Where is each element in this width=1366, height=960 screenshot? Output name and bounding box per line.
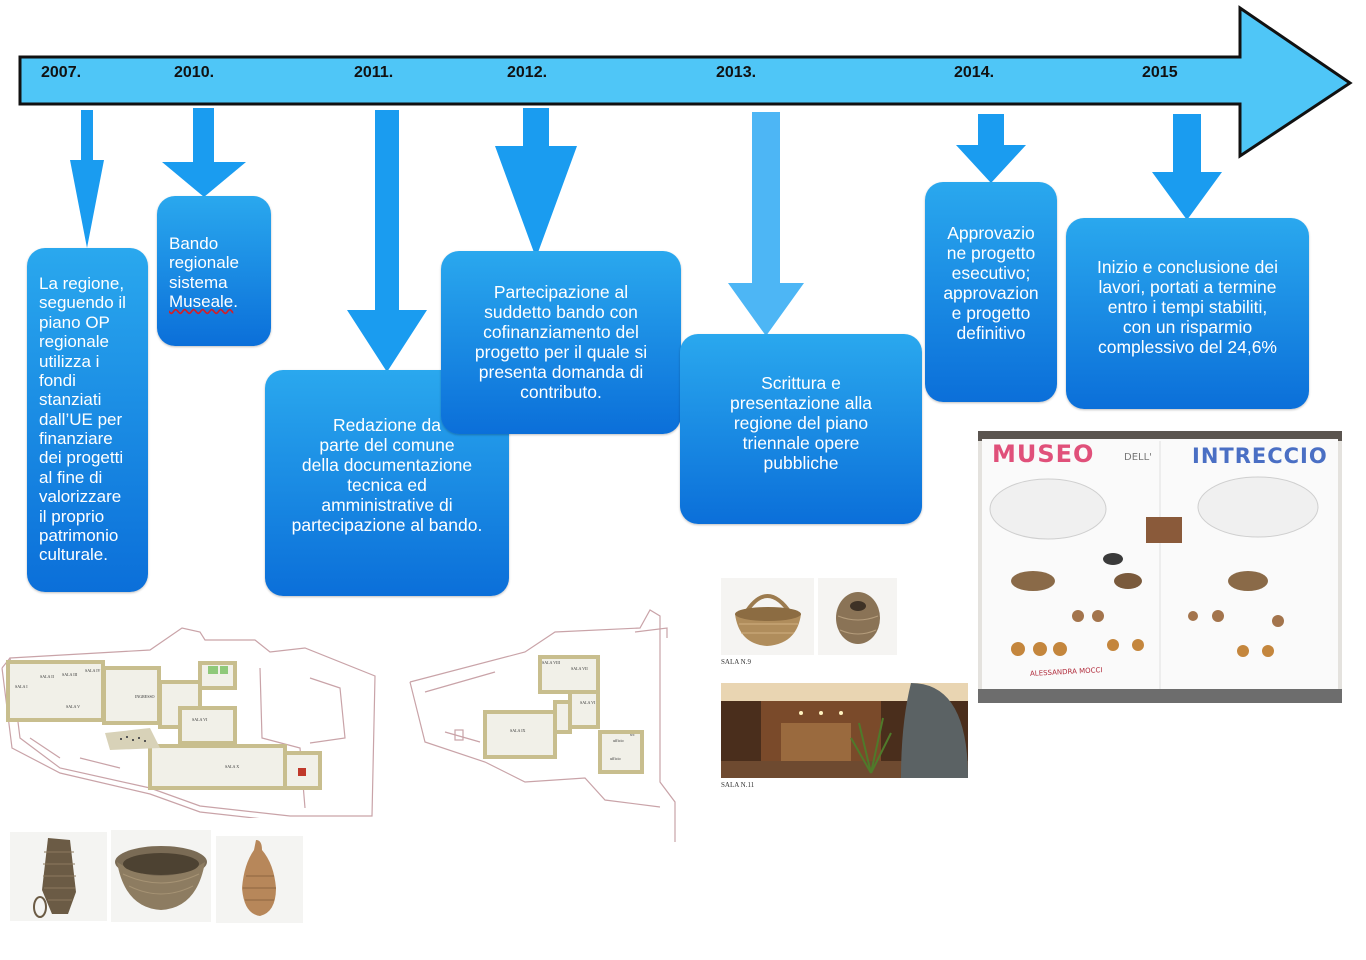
plan-label: ufficio (613, 738, 624, 743)
plan-label: SALA I (15, 684, 28, 689)
event-text-2015: Inizio e conclusione dei lavori, portati… (1097, 257, 1278, 357)
plan-label: SALA IV (85, 668, 101, 673)
year-label-2010: 2010. (174, 64, 215, 81)
floor-plan-drawing: SALA VIII SALA VII SALA VI SALA IX uffic… (409, 609, 676, 842)
plan-label: SALA X (225, 764, 239, 769)
year-label-2014: 2014. (954, 64, 995, 81)
event-box-2010: Bando regionale sistema Museale. (157, 196, 271, 346)
down-arrow-icon (70, 110, 104, 248)
plan-label: SALA VI (580, 700, 596, 705)
event-box-2012: Partecipazione al suddetto bando con cof… (441, 251, 681, 434)
down-arrow-icon (728, 112, 804, 336)
plan-label: ufficio (610, 756, 621, 761)
down-arrow-icon (1152, 114, 1222, 220)
plan-label: SALA VIII (542, 660, 561, 665)
event-text-2014: Approvazio ne progetto esecutivo; approv… (943, 223, 1039, 343)
event-box-2013: Scrittura e presentazione alla regione d… (680, 334, 922, 524)
event-text-2010: Bando regionale sistema Museale. (169, 234, 267, 312)
museale-word: Museale (169, 292, 234, 312)
event-text-2007: La regione, seguendo il piano OP regiona… (39, 274, 126, 565)
floor-plan-drawing: SALA II SALA III SALA I SALA IV SALA V I… (1, 627, 376, 818)
plan-label: SALA V (66, 704, 80, 709)
event-box-2014: Approvazio ne progetto esecutivo; approv… (925, 182, 1057, 402)
event-text-2013: Scrittura e presentazione alla regione d… (729, 373, 873, 473)
event-box-2007: La regione, seguendo il piano OP regiona… (27, 248, 148, 592)
caption-sala-11: SALA N.11 (721, 781, 755, 789)
plan-label: INGRESSO (135, 694, 155, 699)
event-box-2015: Inizio e conclusione dei lavori, portati… (1066, 218, 1309, 409)
caption-sala-9: SALA N.9 (721, 658, 751, 666)
down-arrow-icon (956, 114, 1026, 183)
basket-photo (216, 836, 303, 923)
event-text-2010-main: Bando regionale sistema (169, 234, 239, 292)
event-box-2011: Redazione da parte del comune della docu… (265, 370, 509, 596)
basket-photo (721, 578, 814, 655)
timeline-arrow-icon (18, 5, 1353, 159)
event-text-2011: Redazione da parte del comune della docu… (291, 415, 483, 535)
down-arrow-icon (347, 110, 427, 372)
plan-label: SALA IX (510, 728, 526, 733)
basket-photo (111, 830, 211, 922)
year-label-2007: 2007. (41, 64, 82, 81)
year-label-2015: 2015 (1142, 64, 1178, 81)
event-text-2012: Partecipazione al suddetto bando con cof… (474, 282, 648, 402)
poster-word-intreccio: INTRECCIO (1192, 444, 1328, 468)
year-label-2013: 2013. (716, 64, 757, 81)
year-label-2012: 2012. (507, 64, 548, 81)
poster-word-dell: DELL' (1124, 452, 1152, 463)
event-text-2010-end: . (233, 292, 238, 312)
down-arrow-icon (495, 108, 577, 258)
poster-word-museo: MUSEO (992, 440, 1095, 468)
basket-photo (818, 578, 897, 655)
poster-photo (978, 431, 1342, 703)
plan-label: SALA III (62, 672, 78, 677)
plan-label: wc (630, 732, 635, 737)
plan-label: SALA VII (571, 666, 588, 671)
down-arrow-icon (162, 108, 246, 197)
year-label-2011: 2011. (354, 64, 394, 81)
room-photo (721, 683, 968, 778)
basket-photo (10, 832, 107, 921)
plan-label: SALA VI (192, 717, 208, 722)
plan-label: SALA II (40, 674, 55, 679)
